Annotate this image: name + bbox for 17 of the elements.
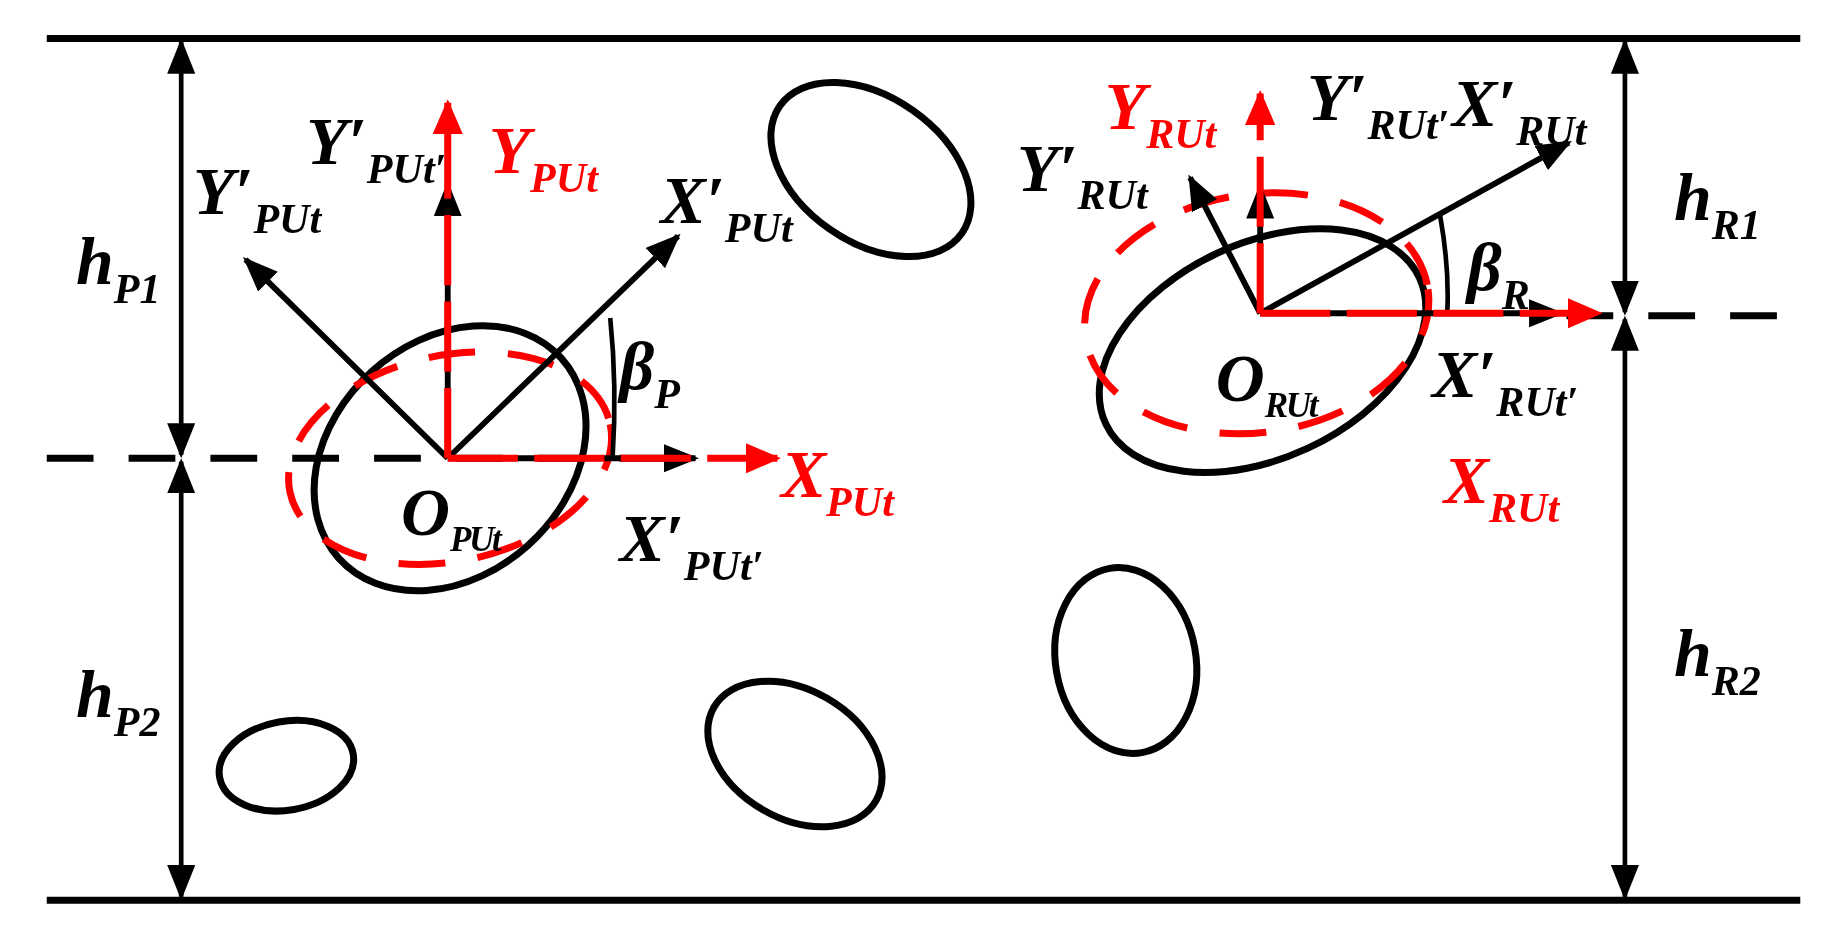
axis-label: Y′$_{RUt′}$ <box>1306 64 1450 147</box>
axis-label: X′$_{PUt′}$ <box>619 505 764 588</box>
axis-label: h$_{P1}$ <box>76 227 161 310</box>
axis-label: β$_{R}$ <box>1467 233 1530 316</box>
axis-label: O$_{RUt}$ <box>1215 344 1317 423</box>
axis-label: β$_{P}$ <box>619 333 681 416</box>
axis-label: O$_{PUt}$ <box>400 479 500 558</box>
axis-label: X′$_{RUt′}$ <box>1432 341 1579 424</box>
axis-label: X$_{PUt}$ <box>780 440 894 523</box>
axis-label: X$_{RUt}$ <box>1443 446 1560 529</box>
axis-label: Y$_{RUt}$ <box>1104 72 1217 155</box>
axis-label: h$_{P2}$ <box>76 660 161 743</box>
axis-label: h$_{R2}$ <box>1674 619 1761 702</box>
axis-label: X′$_{RUt}$ <box>1451 70 1587 153</box>
axis-label: Y$_{PUt}$ <box>488 116 598 199</box>
axis-label: h$_{R1}$ <box>1674 163 1761 246</box>
axis-label: X′$_{PUt}$ <box>660 167 793 250</box>
